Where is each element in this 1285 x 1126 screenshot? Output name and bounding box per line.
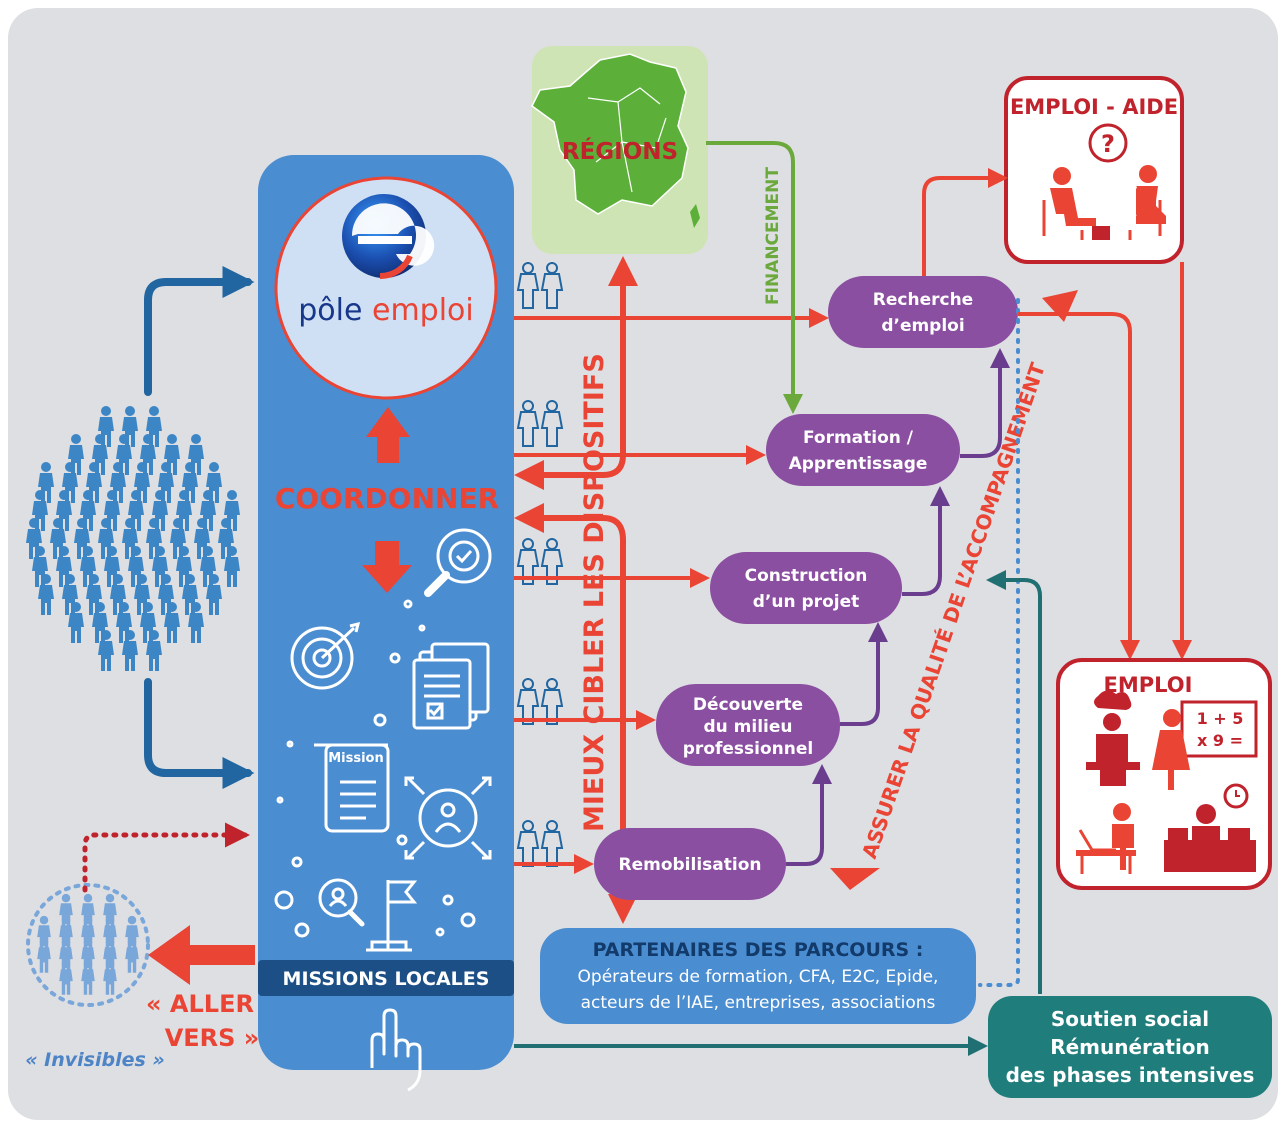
flag-podium-icon xyxy=(366,880,418,952)
step-remobilisation: Remobilisation xyxy=(594,828,786,900)
step-progress-arrows xyxy=(786,348,1010,866)
documents-icon xyxy=(412,642,490,730)
svg-text:Apprentissage: Apprentissage xyxy=(789,454,928,474)
emploi-aide-title: EMPLOI - AIDE xyxy=(1010,95,1178,119)
person-arrows-icon xyxy=(404,776,492,860)
cibler-structure xyxy=(514,256,638,924)
partners-box xyxy=(540,928,976,1024)
svg-text:x 9 =: x 9 = xyxy=(1197,731,1243,750)
magnifier-check-icon xyxy=(424,528,492,597)
soutien-line-1: Soutien social xyxy=(1051,1007,1209,1031)
svg-text:Remobilisation: Remobilisation xyxy=(619,855,762,875)
target-icon xyxy=(290,621,361,690)
mission-doc-label: Mission xyxy=(328,751,384,766)
france-region-borders xyxy=(587,87,667,193)
coordonner-label: COORDONNER xyxy=(275,482,499,515)
step-decouverte-milieu: Découverte du milieu professionnel xyxy=(656,684,840,766)
france-map-icon xyxy=(531,53,689,215)
step-recherche-emploi: Recherche d’emploi xyxy=(828,276,1018,348)
svg-text:Formation /: Formation / xyxy=(803,428,914,448)
soutien-up-arrow xyxy=(986,570,1042,994)
svg-text:Découverte: Découverte xyxy=(693,695,803,715)
svg-text:Construction: Construction xyxy=(745,566,868,586)
coordonner-up-arrow xyxy=(366,407,410,463)
svg-text:d’emploi: d’emploi xyxy=(881,316,964,336)
partners-line-2: acteurs de l’IAE, entreprises, associati… xyxy=(581,993,936,1013)
pole-emploi-logo-circle xyxy=(274,176,498,400)
cibler-label: MIEUX CIBLER LES DISPOSITIFS xyxy=(579,353,610,832)
invisibles-label: « Invisibles » xyxy=(25,1049,165,1071)
jobs-icon: 1 + 5 x 9 = xyxy=(1076,690,1258,874)
missions-locales-panel xyxy=(258,155,514,1070)
financement-label: FINANCEMENT xyxy=(763,167,783,305)
search-person-icon xyxy=(318,878,365,927)
regions-label: RÉGIONS xyxy=(562,137,678,165)
partners-dotted-link xyxy=(978,298,1020,987)
soutien-box xyxy=(988,996,1272,1098)
emploi-title: EMPLOI xyxy=(1104,673,1193,697)
missions-locales-banner xyxy=(258,960,514,996)
svg-text:?: ? xyxy=(1101,130,1115,158)
svg-text:Recherche: Recherche xyxy=(873,290,973,310)
svg-text:professionnel: professionnel xyxy=(683,739,813,759)
svg-text:1 + 5: 1 + 5 xyxy=(1197,709,1244,728)
to-emploi-arrows xyxy=(922,168,1192,660)
interview-icon: ? xyxy=(1042,123,1166,240)
step-construction-projet: Construction d’un projet xyxy=(710,552,902,624)
aller-vers-label-2: VERS » xyxy=(165,1024,260,1052)
aller-vers-label-1: « ALLER xyxy=(146,990,254,1018)
step-formation-apprentissage: Formation / Apprentissage xyxy=(766,414,960,486)
hand-pointer-icon xyxy=(370,1008,422,1092)
panel-icons xyxy=(274,528,492,952)
pole-emploi-wordmark: pôle emploi xyxy=(298,293,474,328)
partners-title: PARTENAIRES DES PARCOURS : xyxy=(593,939,924,961)
soutien-line-2: Rémunération xyxy=(1050,1035,1210,1059)
crowd-to-pole-arrow xyxy=(144,266,255,396)
mission-scroll-icon xyxy=(314,743,390,833)
svg-text:d’un projet: d’un projet xyxy=(753,592,859,612)
partners-line-1: Opérateurs de formation, CFA, E2C, Epide… xyxy=(578,967,939,987)
missions-locales-label: MISSIONS LOCALES xyxy=(283,968,490,990)
crowd-to-missions-arrow xyxy=(144,678,255,789)
pole-emploi-e-icon xyxy=(342,194,435,280)
coordonner-down-arrow xyxy=(362,541,412,593)
invisibles-dotted-arrow xyxy=(82,822,250,893)
svg-text:du milieu: du milieu xyxy=(703,717,792,737)
soutien-line-3: des phases intensives xyxy=(1006,1063,1255,1087)
financement-arrow xyxy=(706,141,803,414)
invisibles-circle xyxy=(26,883,150,1007)
aller-vers-arrow xyxy=(148,925,255,985)
